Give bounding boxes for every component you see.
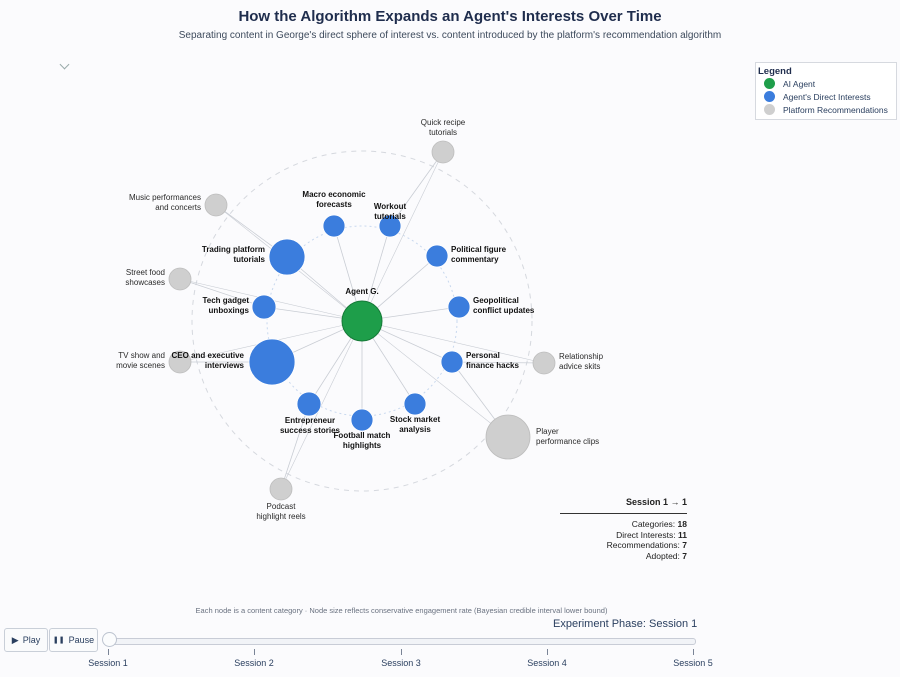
direct-interest-node[interactable]: [447, 295, 471, 319]
agent-label: Agent G.: [345, 287, 378, 296]
recommendation-node[interactable]: [204, 193, 228, 217]
slider-step-label[interactable]: Session 4: [527, 658, 567, 668]
agent-node[interactable]: [341, 300, 383, 342]
play-label: Play: [22, 635, 41, 645]
legend-title: Legend: [758, 66, 792, 77]
footnote: Each node is a content category · Node s…: [195, 606, 608, 615]
chart-title: How the Algorithm Expands an Agent's Int…: [238, 8, 662, 25]
slider-tick: [254, 649, 255, 655]
session-stats: Session 1 → 1 Categories: 18 Direct Inte…: [560, 497, 687, 561]
recommendation-node[interactable]: [485, 414, 531, 460]
direct-interest-node[interactable]: [322, 214, 346, 238]
edge: [451, 361, 545, 364]
legend-item-agent[interactable]: AI Agent: [764, 77, 896, 90]
edge: [280, 403, 310, 490]
recommendation-node[interactable]: [532, 351, 556, 375]
edge: [361, 151, 444, 322]
legend-label: AI Agent: [783, 78, 816, 89]
direct-interest-node[interactable]: [440, 350, 464, 374]
edge: [280, 320, 363, 490]
direct-interest-node[interactable]: [403, 392, 427, 416]
recommendation-node[interactable]: [168, 350, 192, 374]
slider-step-label[interactable]: Session 3: [381, 658, 421, 668]
direct-interest-node[interactable]: [296, 391, 322, 417]
session-slider-track[interactable]: [104, 638, 696, 645]
play-icon: ▶: [11, 634, 19, 645]
edge: [361, 320, 509, 438]
legend-item-recommendation[interactable]: Platform Recommendations: [764, 103, 896, 116]
edge: [389, 151, 444, 227]
edge: [361, 320, 545, 364]
pause-label: Pause: [68, 635, 95, 645]
stats-title: Session 1 → 1: [625, 497, 687, 507]
chart-subtitle: Separating content in George's direct sp…: [178, 30, 722, 41]
pause-button[interactable]: ❚❚ Pause: [49, 628, 98, 652]
slider-tick: [693, 649, 694, 655]
stat-row: Adopted: 7: [645, 550, 687, 561]
stat-row: Direct Interests: 11: [616, 529, 687, 540]
agent-swatch: [764, 78, 775, 89]
outer-ring: [191, 150, 533, 492]
recommendation-node[interactable]: [269, 477, 293, 501]
direct-interest-node[interactable]: [425, 244, 449, 268]
recommendation-node[interactable]: [168, 267, 192, 291]
stat-row: Recommendations: 7: [606, 540, 687, 550]
slider-tick: [547, 649, 548, 655]
stats-divider: [560, 513, 687, 514]
direct-swatch: [764, 91, 775, 102]
direct-interest-node[interactable]: [350, 408, 374, 432]
recommendation-swatch: [764, 104, 775, 115]
slider-tick: [401, 649, 402, 655]
direct-interest-node[interactable]: [251, 294, 277, 320]
legend-label: Agent's Direct Interests: [783, 91, 871, 102]
stat-row: Categories: 18: [631, 519, 687, 529]
legend: Legend AI Agent Agent's Direct Interests…: [755, 62, 897, 120]
recommendation-node[interactable]: [431, 140, 455, 164]
direct-interest-node[interactable]: [248, 338, 296, 386]
direct-interest-node[interactable]: [268, 238, 306, 276]
slider-step-label[interactable]: Session 2: [234, 658, 274, 668]
slider-step-label[interactable]: Session 1: [88, 658, 128, 668]
legend-item-direct[interactable]: Agent's Direct Interests: [764, 90, 896, 103]
inner-ring: [266, 225, 458, 417]
legend-label: Platform Recommendations: [783, 104, 888, 115]
phase-label: Experiment Phase: Session 1: [553, 618, 698, 630]
pause-icon: ❚❚: [52, 637, 65, 644]
session-slider-handle[interactable]: [102, 632, 117, 647]
play-button[interactable]: ▶ Play: [4, 628, 48, 652]
edge: [179, 278, 265, 308]
slider-step-label[interactable]: Session 5: [673, 658, 713, 668]
slider-tick: [108, 649, 109, 655]
direct-interest-node[interactable]: [378, 214, 402, 238]
